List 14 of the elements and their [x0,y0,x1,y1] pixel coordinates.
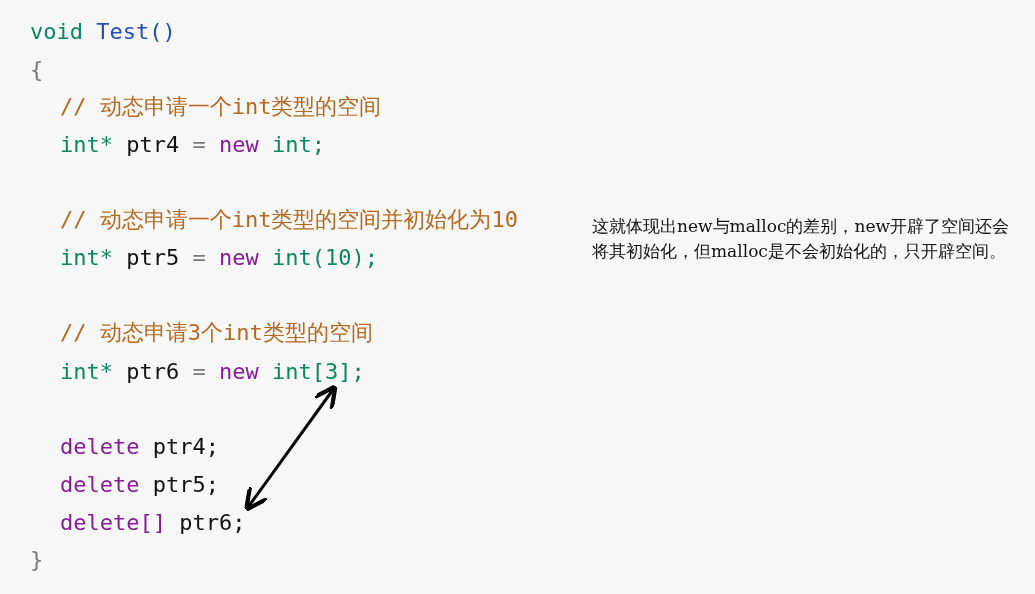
annotation-note: 这就体现出new与malloc的差别，new开辟了空间还会将其初始化，但malloc是不会初始化的，只开辟空间。 [592,215,1010,263]
code-line: int* ptr6 = new int[3]; [60,358,365,386]
code-comment: // 动态申请3个int类型的空间 [60,319,373,347]
code-line: void Test() [30,18,176,46]
code-line: delete[] ptr6; [60,509,246,537]
code-comment: // 动态申请一个int类型的空间并初始化为10 [60,206,518,234]
code-line: delete ptr5; [60,471,219,499]
code-line: { [30,56,44,84]
code-line: int* ptr5 = new int(10); [60,244,378,272]
code-line: delete ptr4; [60,433,219,461]
double-arrow [244,384,338,512]
code-line: int* ptr4 = new int; [60,131,325,159]
code-comment: // 动态申请一个int类型的空间 [60,93,382,121]
code-line: } [30,546,44,574]
